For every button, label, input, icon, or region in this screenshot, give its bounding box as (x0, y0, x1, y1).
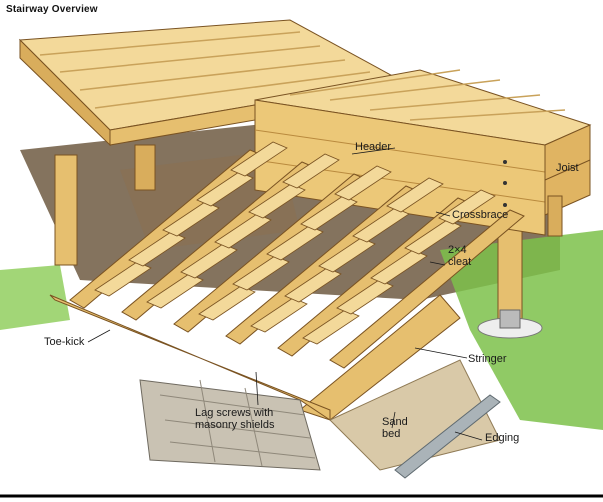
tread-board (404, 219, 462, 255)
tread-board (196, 171, 254, 207)
stringer-board (329, 209, 525, 369)
label-sand-bed: Sand bed (382, 416, 408, 440)
tread-board (94, 261, 152, 297)
tread-board (248, 183, 306, 219)
tread-board (284, 267, 342, 303)
tread-board (198, 285, 256, 321)
label-edging: Edging (485, 432, 520, 444)
tread-board (162, 201, 220, 237)
toe-kick-board (49, 294, 331, 421)
grass-left (0, 265, 70, 330)
tread-board (438, 189, 496, 225)
label-joist: Joist (556, 162, 579, 174)
post-left (54, 154, 78, 266)
outer-stringer (298, 294, 461, 421)
edging-strip (394, 394, 501, 479)
tread-board (302, 309, 360, 345)
label-lag-screws: Lag screws with masonry shields (195, 407, 275, 431)
treads (94, 141, 496, 345)
label-stringer: Stringer (468, 353, 507, 365)
tread-board (180, 243, 238, 279)
tread-board (334, 165, 392, 201)
tread-board (386, 177, 444, 213)
label-cleat: 2×4 cleat (448, 244, 472, 268)
tread-board (146, 273, 204, 309)
tread-board (232, 255, 290, 291)
tread-board (230, 141, 288, 177)
tread-board (318, 237, 376, 273)
tread-board (266, 225, 324, 261)
tread-board (214, 213, 272, 249)
tread-board (370, 249, 428, 285)
sand-bed (329, 359, 501, 471)
label-crossbrace: Crossbrace (452, 209, 509, 221)
tread-board (282, 153, 340, 189)
label-header: Header (355, 141, 392, 153)
pavers (139, 379, 321, 471)
diagram-title: Stairway Overview (6, 4, 98, 15)
leader-lines (87, 147, 483, 441)
tread-board (128, 231, 186, 267)
tread-board (352, 207, 410, 243)
tread-board (250, 297, 308, 333)
tread-board (300, 195, 358, 231)
tread-board (336, 279, 394, 315)
label-toe-kick: Toe-kick (44, 336, 85, 348)
post-mid (134, 144, 156, 191)
